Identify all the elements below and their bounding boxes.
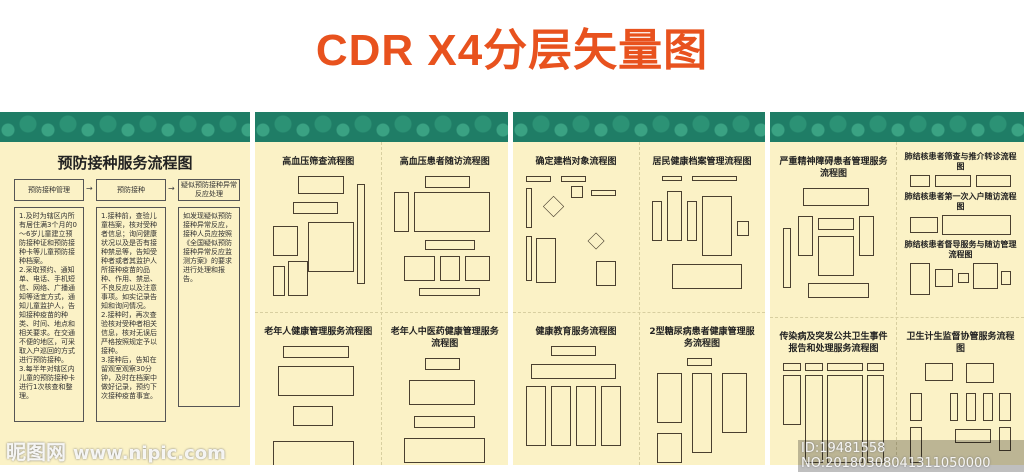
watermark-logo: 昵图网 www.nipic.com	[6, 440, 226, 464]
flowchart: 老年人中医药健康管理服务流程图	[382, 312, 509, 465]
flowchart-title: 传染病及突发公共卫生事件报告和处理服务流程图	[779, 332, 888, 354]
flowchart: 老年人健康管理服务流程图	[255, 312, 382, 465]
flowchart-title: 老年人中医药健康管理服务流程图	[390, 327, 499, 349]
flow-content-box: 如发现疑似预防接种异常反应，接种人员应按照《全国疑似预防接种异常反应监测方案》的…	[178, 207, 240, 407]
flowchart: 高血压患者随访流程图	[382, 142, 509, 312]
arrow-right-icon: →	[168, 184, 175, 193]
flow-header-box: 疑似预防接种异常反应处理	[178, 179, 240, 201]
flowchart: 2型糖尿病患者健康管理服务流程图	[639, 312, 765, 465]
flowchart: 高血压筛查流程图	[255, 142, 382, 312]
flowchart-title: 高血压筛查流程图	[282, 157, 355, 167]
flow-header-box: 预防接种	[96, 179, 166, 201]
poster-header-band	[0, 112, 250, 142]
poster-header-band	[255, 112, 508, 142]
poster-title: 预防接种服务流程图	[57, 154, 193, 172]
poster-records-diabetes: 确定建档对象流程图 居民健康档案管理流程图 健康教育服务流程图 2型糖尿病患者健…	[513, 112, 765, 465]
poster-vaccination: 预防接种服务流程图 预防接种管理 → 预防接种 → 疑似预防接种异常反应处理 1…	[0, 112, 250, 465]
flowchart: 传染病及突发公共卫生事件报告和处理服务流程图	[770, 317, 897, 465]
flow-header-box: 预防接种管理	[14, 179, 84, 201]
page-title: CDR X4分层矢量图	[315, 26, 709, 75]
flowchart: 卫生计生监督协管服务流程图	[897, 317, 1024, 465]
flowchart-title: 肺结核患者督导服务与随访管理流程图	[904, 240, 1017, 259]
flowchart-title: 居民健康档案管理流程图	[652, 157, 752, 167]
flowchart-title: 肺结核患者筛查与推介转诊流程图	[904, 152, 1017, 171]
flowchart: 确定建档对象流程图	[513, 142, 639, 312]
flowchart: 健康教育服务流程图	[513, 312, 639, 465]
flowchart-title: 高血压患者随访流程图	[399, 157, 490, 167]
flow-content-box: 1.及时为辖区内所有居住满3个月的0～6岁儿童建立预防接种证和预防接种卡等儿童预…	[14, 207, 84, 422]
flowchart-title: 老年人健康管理服务流程图	[264, 327, 373, 337]
poster-header-band	[770, 112, 1024, 142]
flowchart-title: 卫生计生监督协管服务流程图	[906, 332, 1015, 354]
poster-header-band	[513, 112, 765, 142]
poster-mental-tb-infectious: 严重精神障碍患者管理服务流程图 肺结核患者筛查与推介转诊流程图 肺结核患者第一次…	[770, 112, 1024, 465]
watermark-id: ID:19481558 NO:20180308041311050000	[798, 440, 1024, 472]
flowchart-title: 确定建档对象流程图	[535, 157, 617, 167]
poster-hypertension-elderly: 高血压筛查流程图 高血压患者随访流程图 老年人健康管理服务流程图 老年人中医药健…	[255, 112, 508, 465]
flow-content-box: 1.接种前，查验儿童档案，核对受种者信息；询问健康状况以及是否有接种禁忌等，告知…	[96, 207, 166, 422]
flowchart-title: 严重精神障碍患者管理服务流程图	[779, 157, 888, 179]
flowchart: 居民健康档案管理流程图	[639, 142, 765, 312]
flowchart: 严重精神障碍患者管理服务流程图	[770, 142, 897, 312]
arrow-right-icon: →	[86, 184, 93, 193]
flowchart-title: 健康教育服务流程图	[535, 327, 617, 337]
flowchart-title: 2型糖尿病患者健康管理服务流程图	[649, 327, 755, 349]
flowchart-title: 肺结核患者第一次入户随访流程图	[904, 192, 1017, 211]
tb-flowcharts: 肺结核患者筛查与推介转诊流程图 肺结核患者第一次入户随访流程图 肺结核患者督导服…	[897, 142, 1024, 295]
